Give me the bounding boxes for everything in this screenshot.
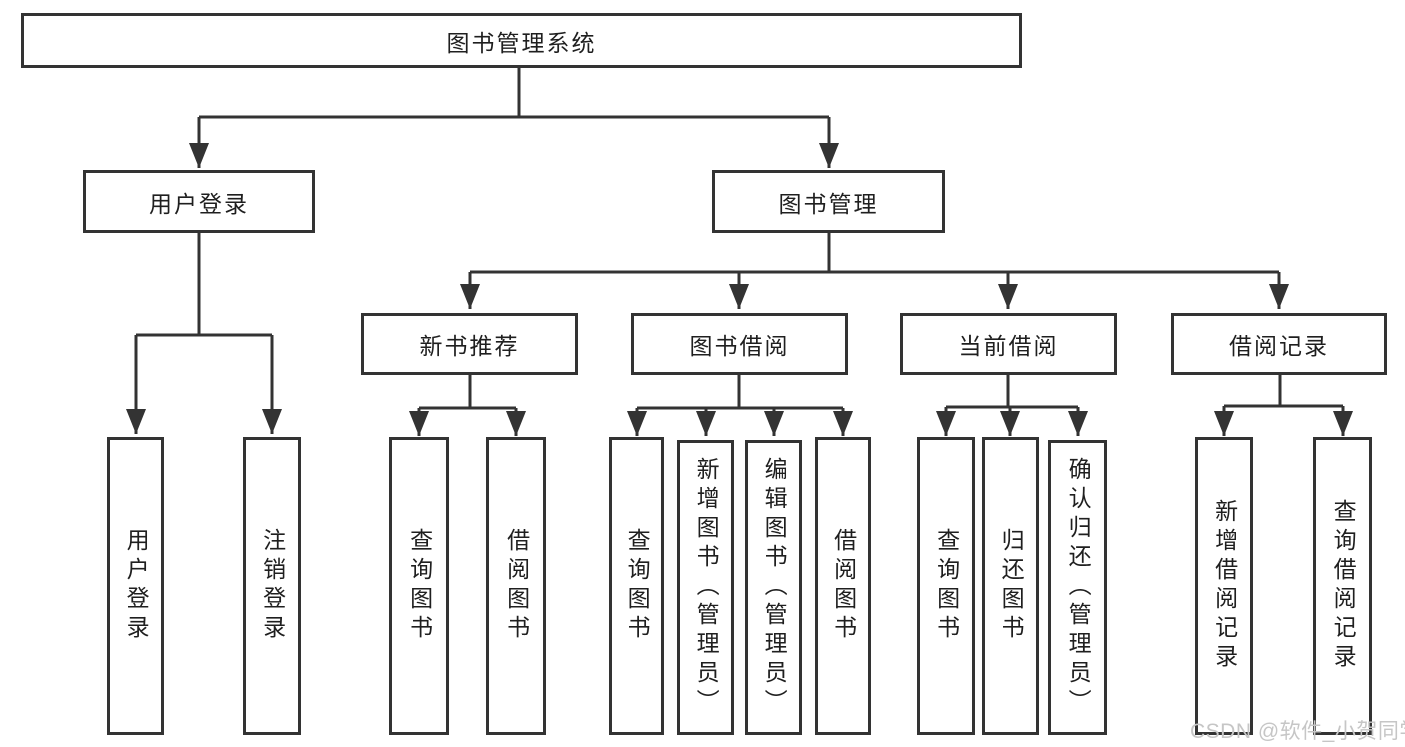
csdn-watermark: CSDN @软件_小贺同学: [1190, 720, 1405, 743]
node-borrow-records: 借阅记录: [1171, 313, 1387, 375]
node-book-borrow: 图书借阅: [631, 313, 848, 375]
leaf-return-book: 归还图书: [982, 437, 1039, 735]
node-new-book-recommend: 新书推荐: [361, 313, 578, 375]
leaf-add-borrow-record: 新增借阅记录: [1195, 437, 1253, 735]
leaf-query-borrow-record: 查询借阅记录: [1313, 437, 1372, 735]
leaf-borrow-books-recommend: 借阅图书: [486, 437, 546, 735]
leaf-user-login: 用户登录: [107, 437, 164, 735]
node-book-management: 图书管理: [712, 170, 945, 233]
leaf-borrow-books-borrow: 借阅图书: [815, 437, 871, 735]
leaf-query-books-current: 查询图书: [917, 437, 975, 735]
node-current-borrow: 当前借阅: [900, 313, 1117, 375]
leaf-confirm-return-admin: 确认归还（管理员）: [1048, 440, 1107, 735]
leaf-logout: 注销登录: [243, 437, 301, 735]
node-user-login: 用户登录: [83, 170, 315, 233]
leaf-query-books-recommend: 查询图书: [389, 437, 449, 735]
leaf-add-book-admin: 新增图书（管理员）: [677, 440, 734, 735]
node-root-system: 图书管理系统: [21, 13, 1022, 68]
leaf-query-books-borrow: 查询图书: [609, 437, 664, 735]
leaf-edit-book-admin: 编辑图书（管理员）: [745, 440, 802, 735]
